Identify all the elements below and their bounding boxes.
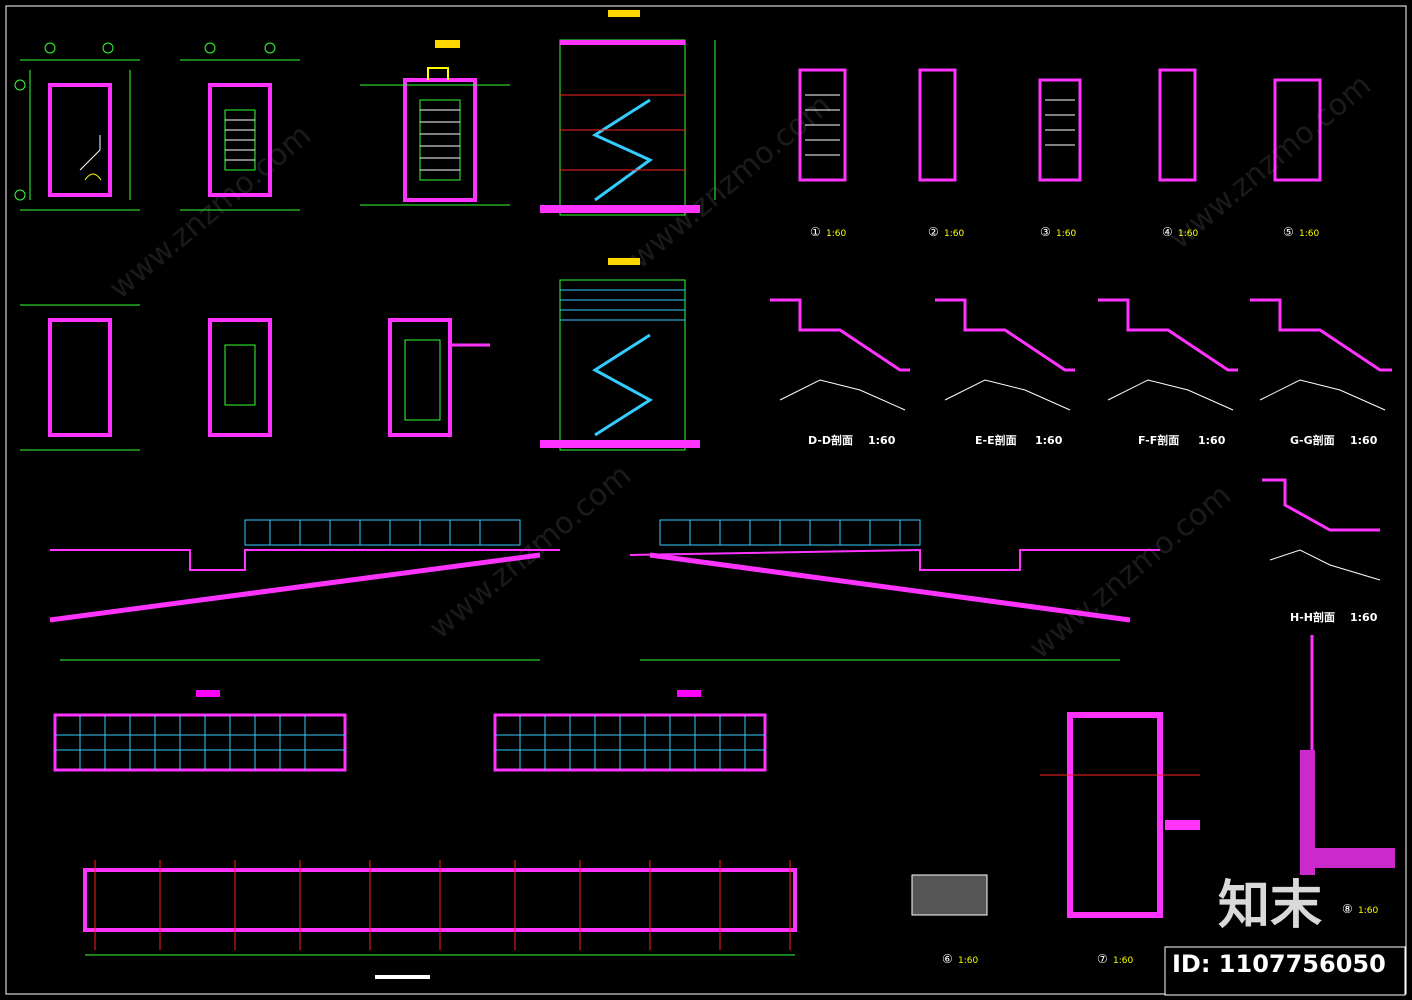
stair-plan-3: [360, 40, 510, 206]
svg-text:⑧: ⑧: [1342, 902, 1353, 916]
svg-text:④: ④: [1162, 225, 1173, 239]
svg-text:1:60: 1:60: [1350, 434, 1378, 447]
svg-text:1:60: 1:60: [958, 956, 978, 966]
id-tag: ID: 1107756050: [1172, 950, 1386, 978]
svg-text:⑥: ⑥: [942, 952, 953, 966]
svg-text:1:60: 1:60: [1056, 229, 1076, 239]
svg-text:H-H剖面: H-H剖面: [1290, 610, 1335, 624]
stair-plan-1: [14, 42, 140, 211]
svg-text:①: ①: [810, 225, 821, 239]
svg-text:1:60: 1:60: [1198, 434, 1226, 447]
stair-plans-row-2: [20, 304, 490, 451]
stair-plans-row-1: [14, 40, 510, 211]
svg-text:F-F剖面: F-F剖面: [1138, 433, 1179, 447]
svg-text:③: ③: [1040, 225, 1051, 239]
sheet-border: [5, 5, 1407, 995]
ramp-sections: [49, 519, 1160, 661]
detail-plans-1-5: ① 1:60 ② 1:60 ③ 1:60 ④ 1:60 ⑤ 1:60: [798, 68, 1322, 239]
svg-text:1:60: 1:60: [826, 229, 846, 239]
section-h-h: H-H剖面 1:60: [1262, 478, 1381, 624]
svg-text:G-G剖面: G-G剖面: [1290, 433, 1335, 447]
detail-7: ⑦ 1:60: [1040, 712, 1200, 966]
stair-plan-2: [180, 42, 300, 211]
detail-6: ⑥ 1:60: [911, 874, 988, 966]
section-b-b: [540, 258, 700, 451]
svg-text:1:60: 1:60: [1113, 956, 1133, 966]
svg-text:②: ②: [928, 225, 939, 239]
title-block: [1164, 946, 1406, 996]
svg-text:⑦: ⑦: [1097, 952, 1108, 966]
svg-text:1:60: 1:60: [1299, 229, 1319, 239]
svg-text:E-E剖面: E-E剖面: [975, 433, 1017, 447]
svg-text:1:60: 1:60: [944, 229, 964, 239]
brand-mark: 知末: [1218, 876, 1322, 936]
long-wall-section: [83, 860, 797, 979]
section-a-a: [540, 10, 716, 216]
sections-d-g: D-D剖面 1:60 E-E剖面 1:60 F-F剖面 1:60 G-G剖面 1…: [770, 298, 1392, 447]
svg-text:1:60: 1:60: [1178, 229, 1198, 239]
svg-text:1:60: 1:60: [868, 434, 896, 447]
svg-text:1:60: 1:60: [1035, 434, 1063, 447]
railing-plans: [53, 690, 767, 772]
svg-text:1:60: 1:60: [1350, 611, 1378, 624]
svg-text:⑤: ⑤: [1283, 225, 1294, 239]
svg-text:D-D剖面: D-D剖面: [808, 433, 853, 447]
detail-8: ⑧ 1:60: [1300, 635, 1395, 916]
svg-text:1:60: 1:60: [1358, 906, 1378, 916]
